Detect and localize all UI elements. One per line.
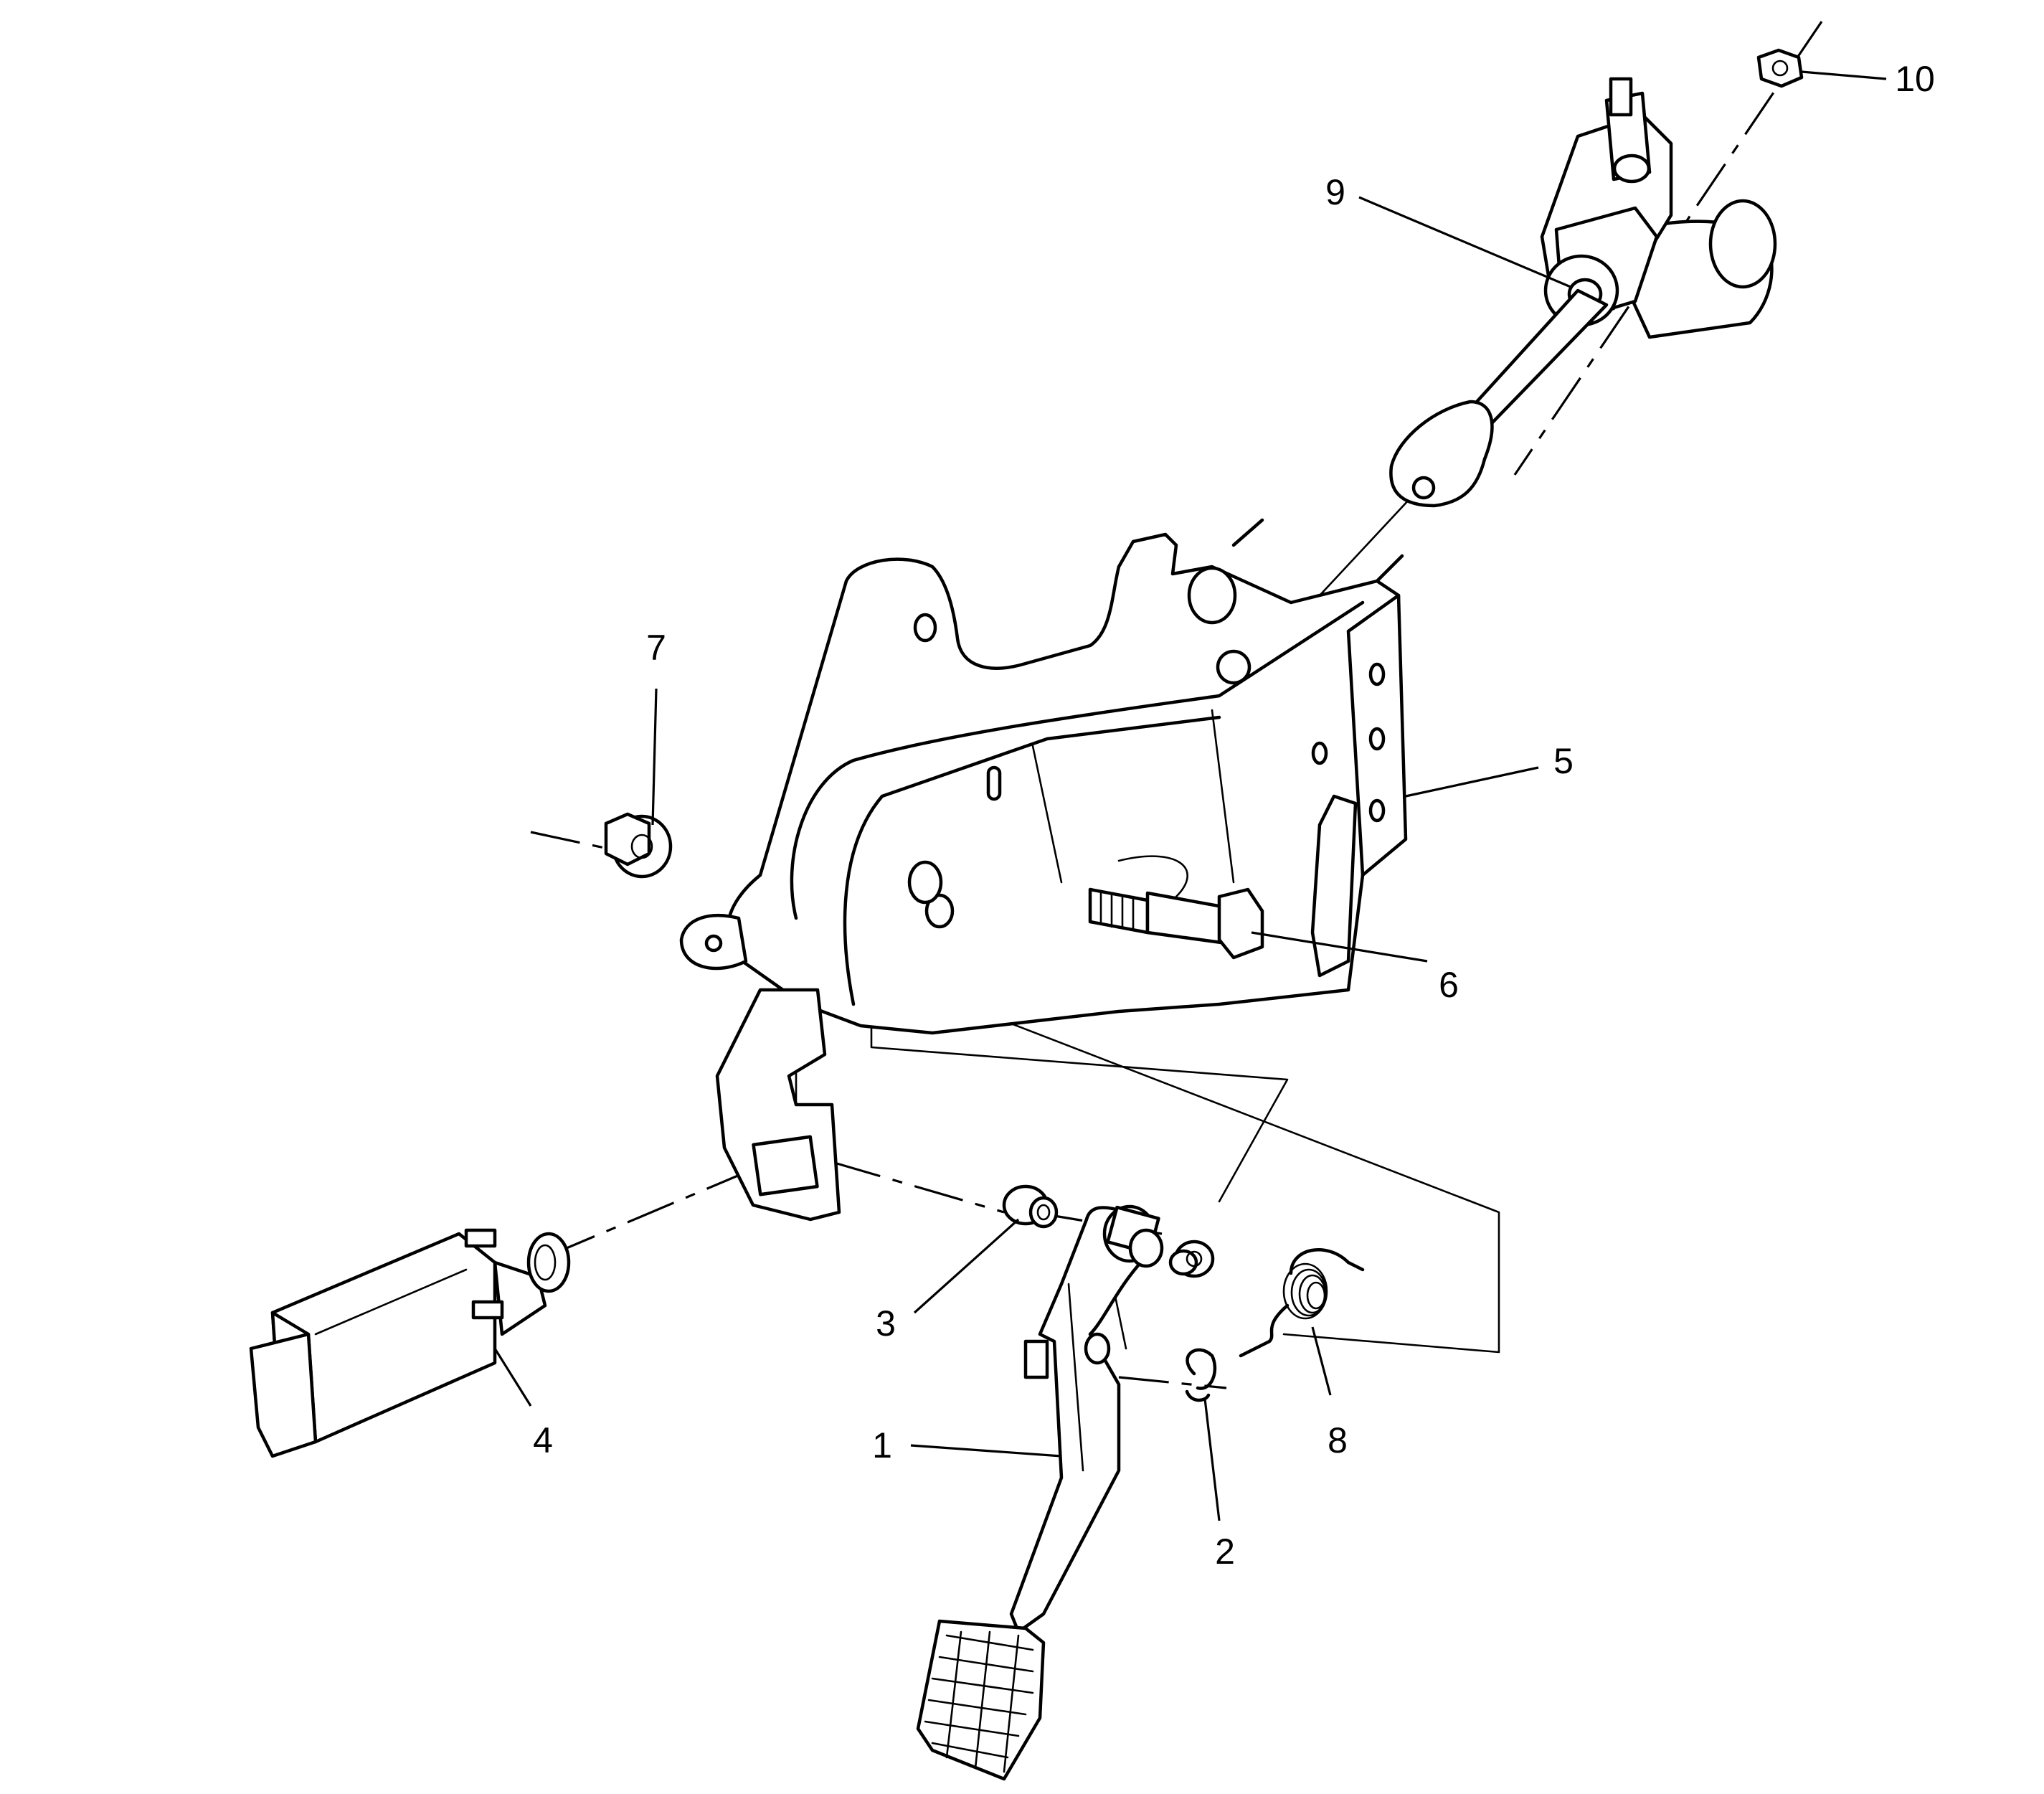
pedal-position-switch: [249, 1228, 571, 1458]
clutch-pedal: [916, 1204, 1164, 1781]
callout-leaders: [493, 70, 1887, 1521]
nut-7: [604, 812, 673, 879]
pedal-bracket: [679, 518, 1408, 1222]
callout-4: 4: [533, 1420, 553, 1460]
callout-8: 8: [1328, 1420, 1348, 1460]
callout-6: 6: [1439, 965, 1459, 1005]
callout-5: 5: [1553, 741, 1574, 781]
pivot-bolt: [1088, 887, 1264, 960]
pivot-spacer: [1168, 1240, 1215, 1278]
pedal-pad-texture: [924, 1630, 1034, 1773]
callout-2: 2: [1215, 1531, 1235, 1572]
return-spring: [1239, 1248, 1365, 1358]
retaining-clip: [1185, 1348, 1217, 1402]
nut-10: [1756, 48, 1804, 88]
callout-labels: 1 2 3 4 5 6 7 8 9 10: [533, 59, 1935, 1572]
callout-9: 9: [1325, 172, 1345, 212]
bushing-3: [1002, 1184, 1059, 1229]
callout-1: 1: [872, 1425, 892, 1465]
callout-10: 10: [1895, 59, 1935, 99]
callout-7: 7: [646, 628, 666, 668]
callout-3: 3: [876, 1303, 896, 1344]
master-cylinder: [1389, 77, 1777, 508]
